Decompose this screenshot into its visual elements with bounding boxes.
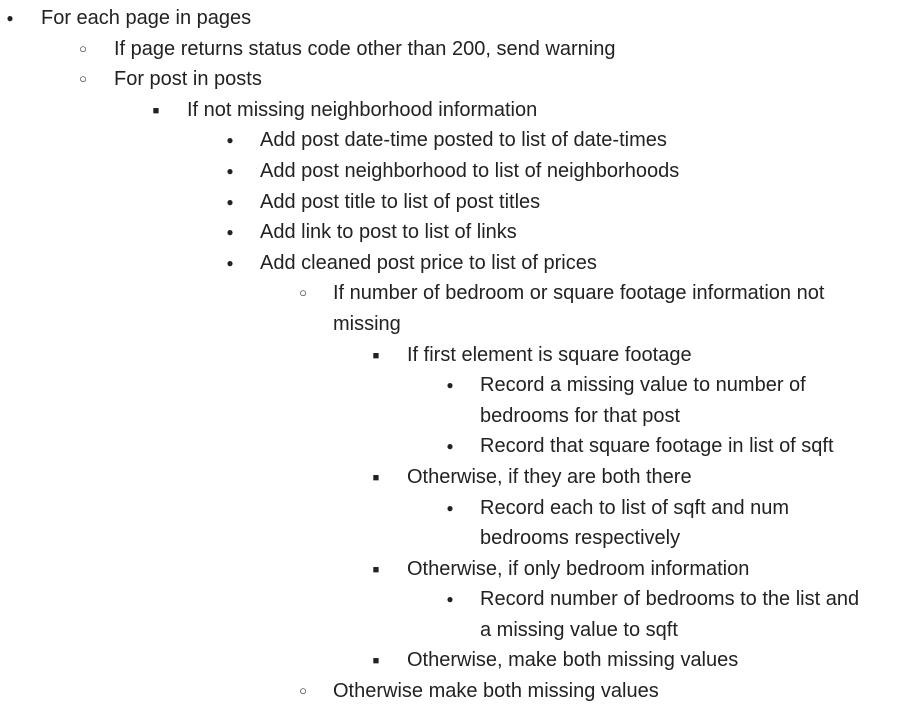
outline-item: For post in posts — [0, 64, 915, 95]
outline-item: Add post title to list of post titles — [0, 187, 915, 218]
outline-item-text: Record that square footage in list of sq… — [480, 435, 834, 458]
outline-item-text-continued: a missing value to sqft — [480, 618, 678, 641]
outline-item-text: Add post neighborhood to list of neighbo… — [260, 159, 680, 182]
outline-item-text: If not missing neighborhood information — [187, 98, 538, 121]
disc-bullet-icon — [440, 584, 460, 617]
circle-bullet-icon — [293, 278, 313, 311]
outline-item-text: Add link to post to list of links — [260, 221, 517, 244]
outline-item-text: Add post date-time posted to list of dat… — [260, 129, 667, 152]
disc-bullet-icon — [440, 431, 460, 464]
outline-item: If not missing neighborhood information — [0, 95, 915, 126]
outline-item: Otherwise, if they are both there — [0, 462, 915, 493]
outline-item-text: Add cleaned post price to list of prices — [260, 251, 597, 274]
square-bullet-icon — [366, 462, 386, 496]
disc-bullet-icon — [440, 493, 460, 526]
outline-item-text: Record a missing value to number of — [480, 374, 806, 397]
outline-item-continuation: bedrooms for that post — [0, 401, 915, 432]
outline-item: Record number of bedrooms to the list an… — [0, 584, 915, 615]
outline-item-text-continued: bedrooms respectively — [480, 527, 681, 550]
outline-item-continuation: bedrooms respectively — [0, 523, 915, 554]
outline-item: Add cleaned post price to list of prices — [0, 248, 915, 279]
outline-item-text: Otherwise, make both missing values — [407, 649, 739, 672]
circle-bullet-icon — [293, 676, 313, 709]
disc-bullet-icon — [220, 248, 240, 281]
disc-bullet-icon — [220, 217, 240, 250]
outline-item: Add post neighborhood to list of neighbo… — [0, 156, 915, 187]
document-outline: For each page in pages If page returns st… — [0, 3, 915, 707]
square-bullet-icon — [366, 554, 386, 588]
outline-item-text: For each page in pages — [41, 7, 252, 29]
outline-item: If number of bedroom or square footage i… — [0, 278, 915, 309]
outline-item: If page returns status code other than 2… — [0, 34, 915, 65]
circle-bullet-icon — [73, 34, 93, 67]
outline-item-text-continued: bedrooms for that post — [480, 404, 681, 427]
outline-item: Otherwise, make both missing values — [0, 645, 915, 676]
outline-item: Otherwise make both missing values — [0, 676, 915, 707]
square-bullet-icon — [366, 645, 386, 679]
disc-bullet-icon — [220, 156, 240, 189]
disc-bullet-icon — [440, 370, 460, 403]
outline-item-continuation: missing — [0, 309, 915, 340]
outline-item: Add link to post to list of links — [0, 217, 915, 248]
outline-item: Record each to list of sqft and num — [0, 493, 915, 524]
outline-item: Record that square footage in list of sq… — [0, 431, 915, 462]
circle-bullet-icon — [73, 64, 93, 97]
outline-item-text: If number of bedroom or square footage i… — [333, 282, 825, 305]
outline-item-text: If page returns status code other than 2… — [114, 37, 616, 60]
outline-item-text: Otherwise make both missing values — [333, 680, 659, 703]
outline-item-text: Record number of bedrooms to the list an… — [480, 588, 860, 611]
square-bullet-icon — [146, 95, 166, 129]
outline-item-text-continued: missing — [333, 312, 401, 335]
outline-item-text: Record each to list of sqft and num — [480, 496, 790, 519]
disc-bullet-icon — [0, 3, 20, 36]
outline-item-continuation: a missing value to sqft — [0, 615, 915, 646]
outline-item: Otherwise, if only bedroom information — [0, 554, 915, 585]
outline-item: Add post date-time posted to list of dat… — [0, 125, 915, 156]
outline-item: For each page in pages — [0, 3, 915, 34]
disc-bullet-icon — [220, 125, 240, 158]
disc-bullet-icon — [220, 187, 240, 220]
outline-item: Record a missing value to number of — [0, 370, 915, 401]
outline-item-text: Otherwise, if they are both there — [407, 465, 692, 488]
outline-item: If first element is square footage — [0, 340, 915, 371]
outline-item-text: Add post title to list of post titles — [260, 190, 541, 213]
outline-item-text: For post in posts — [114, 68, 262, 91]
square-bullet-icon — [366, 340, 386, 374]
outline-item-text: Otherwise, if only bedroom information — [407, 557, 750, 580]
outline-item-text: If first element is square footage — [407, 343, 692, 366]
